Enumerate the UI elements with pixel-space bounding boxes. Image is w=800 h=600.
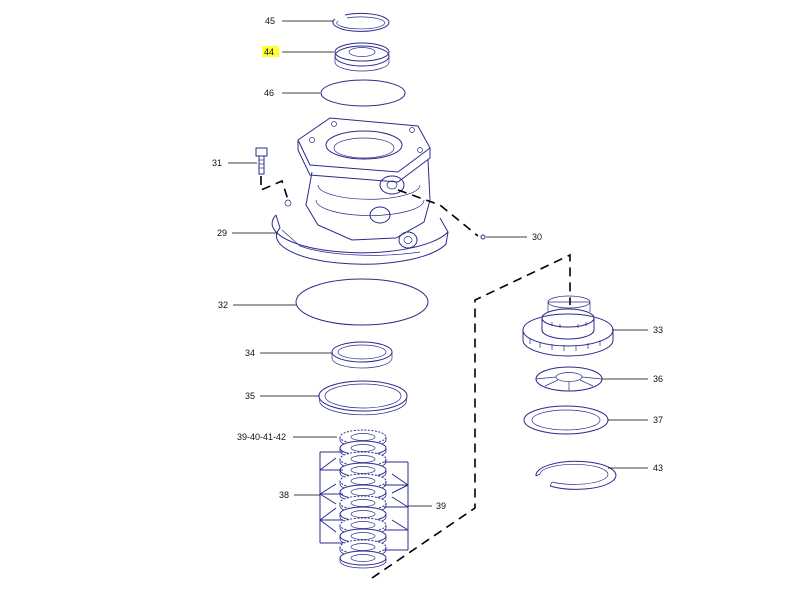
part-33-hub[interactable]: [522, 295, 614, 357]
label-33[interactable]: 33: [653, 325, 663, 335]
clutch-disc-bore: [350, 554, 376, 562]
label-29[interactable]: 29: [217, 228, 227, 238]
label-44[interactable]: 44: [264, 47, 274, 57]
label-34[interactable]: 34: [245, 348, 255, 358]
assembly-line-30: [397, 189, 479, 237]
clutch-disc-edge: [339, 558, 387, 569]
part-32-gasket[interactable]: [295, 278, 429, 326]
label-35[interactable]: 35: [245, 391, 255, 401]
label-37[interactable]: 37: [653, 415, 663, 425]
assembly-line-31: [260, 176, 290, 204]
part-45-snap-ring[interactable]: [332, 12, 390, 32]
label-39[interactable]: 39: [436, 501, 446, 511]
part-35-ring[interactable]: [318, 380, 408, 416]
part-30-plug[interactable]: [480, 234, 486, 240]
label-36[interactable]: 36: [653, 374, 663, 384]
assembly-line-main: [371, 253, 571, 579]
part-29-housing[interactable]: [271, 117, 449, 265]
part-37-washer[interactable]: [523, 405, 609, 435]
clutch-disc-stack[interactable]: [339, 429, 387, 569]
part-44-bearing[interactable]: [334, 42, 390, 72]
label-38[interactable]: 38: [279, 490, 289, 500]
part-34-ring[interactable]: [331, 341, 393, 369]
part-36-cone-washer[interactable]: [535, 366, 603, 392]
label-39-40-41-42[interactable]: 39-40-41-42: [237, 432, 286, 442]
label-46[interactable]: 46: [264, 88, 274, 98]
stack-brackets: [319, 451, 409, 551]
label-32[interactable]: 32: [218, 300, 228, 310]
highlight-44: [262, 46, 279, 57]
label-43[interactable]: 43: [653, 463, 663, 473]
label-30[interactable]: 30: [532, 232, 542, 242]
part-46-seal[interactable]: [320, 79, 406, 107]
clutch-disc: [339, 550, 387, 566]
label-45[interactable]: 45: [265, 16, 275, 26]
part-31-bolt[interactable]: [255, 147, 268, 175]
part-43-snap-ring[interactable]: [535, 460, 617, 490]
label-31[interactable]: 31: [212, 158, 222, 168]
